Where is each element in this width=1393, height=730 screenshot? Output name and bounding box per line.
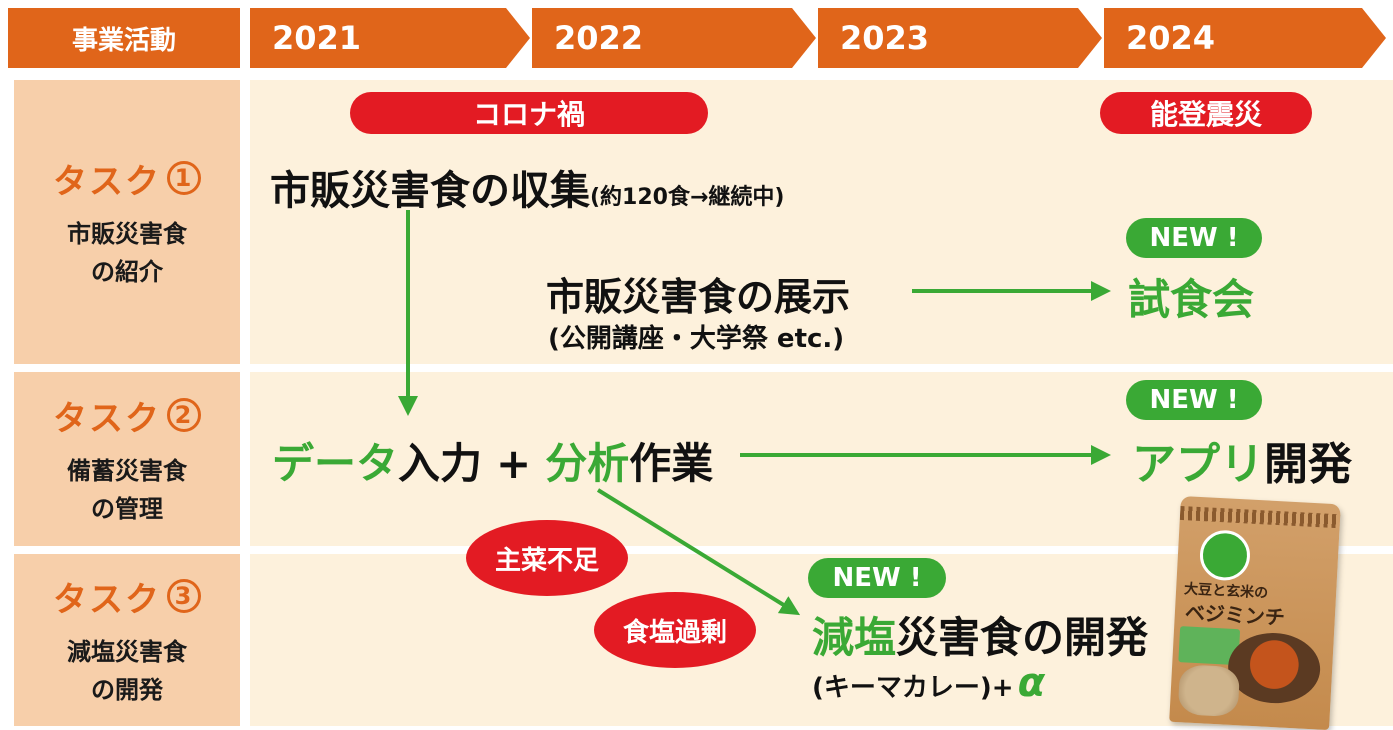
collect-note: (約120食→継続中) xyxy=(590,185,785,210)
task-1-subtitle-line2: の紹介 xyxy=(91,257,163,286)
task-3-number: 3 xyxy=(167,579,201,613)
dev-word: 災害食の開発 xyxy=(896,613,1149,662)
new-badge-tasting: NEW ! xyxy=(1126,218,1262,258)
collect-text: 市販災害食の収集(約120食→継続中) xyxy=(270,158,784,216)
task-3-cell: タスク 3 減塩災害食 の開発 xyxy=(14,554,240,726)
task-1-number: 1 xyxy=(167,161,201,195)
task-3-subtitle-line2: の開発 xyxy=(91,675,163,704)
collect-main: 市販災害食の収集 xyxy=(270,168,590,214)
new-badge-dev: NEW ! xyxy=(808,558,946,598)
display-main: 市販災害食の展示 xyxy=(546,275,851,319)
year-2023: 2023 xyxy=(818,8,1102,68)
event-noto-pill: 能登震災 xyxy=(1100,92,1312,134)
work-word: 作業 xyxy=(629,439,714,488)
data-word: データ xyxy=(272,439,399,488)
arrow-analysis-to-dev xyxy=(596,488,801,616)
curry-bowl-icon xyxy=(1226,630,1322,706)
task-3-title: タスク 3 xyxy=(53,572,201,621)
issue-main-dish-oval: 主菜不足 xyxy=(466,520,628,596)
app-dev-text: アプリ開発 xyxy=(1132,428,1352,492)
task-2-cell: タスク 2 備蓄災害食 の管理 xyxy=(14,372,240,546)
alpha-symbol: α xyxy=(1017,660,1046,706)
app-word: アプリ xyxy=(1132,439,1264,490)
task-1-subtitle: 市販災害食 の紹介 xyxy=(67,215,187,291)
event-corona-pill: コロナ禍 xyxy=(350,92,708,134)
task-1-cell: タスク 1 市販災害食 の紹介 xyxy=(14,80,240,364)
task-2-subtitle: 備蓄災害食 の管理 xyxy=(67,452,187,528)
low-salt-word: 減塩 xyxy=(812,613,897,662)
task-2-subtitle-line1: 備蓄災害食 xyxy=(67,456,187,485)
year-2024: 2024 xyxy=(1104,8,1386,68)
package-band xyxy=(1179,505,1341,529)
package-logo-icon xyxy=(1198,529,1252,582)
dev-note-line: (キーマカレー)+α xyxy=(812,660,1045,706)
header-label: 事業活動 xyxy=(8,8,240,68)
year-2021: 2021 xyxy=(250,8,530,68)
tasting-label: 試食会 xyxy=(1128,275,1255,324)
task-1-subtitle-line1: 市販災害食 xyxy=(67,219,187,248)
task-3-label: タスク xyxy=(53,579,161,620)
task-2-title: タスク 2 xyxy=(53,391,201,440)
task-2-number: 2 xyxy=(167,398,201,432)
task-3-subtitle: 減塩災害食 の開発 xyxy=(67,633,187,709)
plus-sign: + xyxy=(496,439,532,488)
dev-note: (キーマカレー)+ xyxy=(812,673,1014,703)
issue-salt-oval: 食塩過剰 xyxy=(594,592,756,668)
task-3-subtitle-line1: 減塩災害食 xyxy=(67,637,187,666)
input-word: 入力 xyxy=(398,439,483,488)
app-dev-word: 開発 xyxy=(1264,439,1352,490)
year-2022: 2022 xyxy=(532,8,816,68)
product-package-image: 大豆と玄米の ベジミンチ xyxy=(1169,495,1341,730)
task-2-subtitle-line2: の管理 xyxy=(91,494,163,523)
analysis-word: 分析 xyxy=(545,439,630,488)
task-1-label: タスク xyxy=(53,161,161,202)
task-2-label: タスク xyxy=(53,398,161,439)
display-note: (公開講座・大学祭 etc.) xyxy=(548,324,845,354)
dev-text: 減塩災害食の開発 xyxy=(812,604,1148,665)
mince-pile-icon xyxy=(1177,664,1241,718)
data-analysis-text: データ入力 + 分析作業 xyxy=(272,430,713,491)
task-1-title: タスク 1 xyxy=(53,154,201,203)
new-badge-app: NEW ! xyxy=(1126,380,1262,420)
